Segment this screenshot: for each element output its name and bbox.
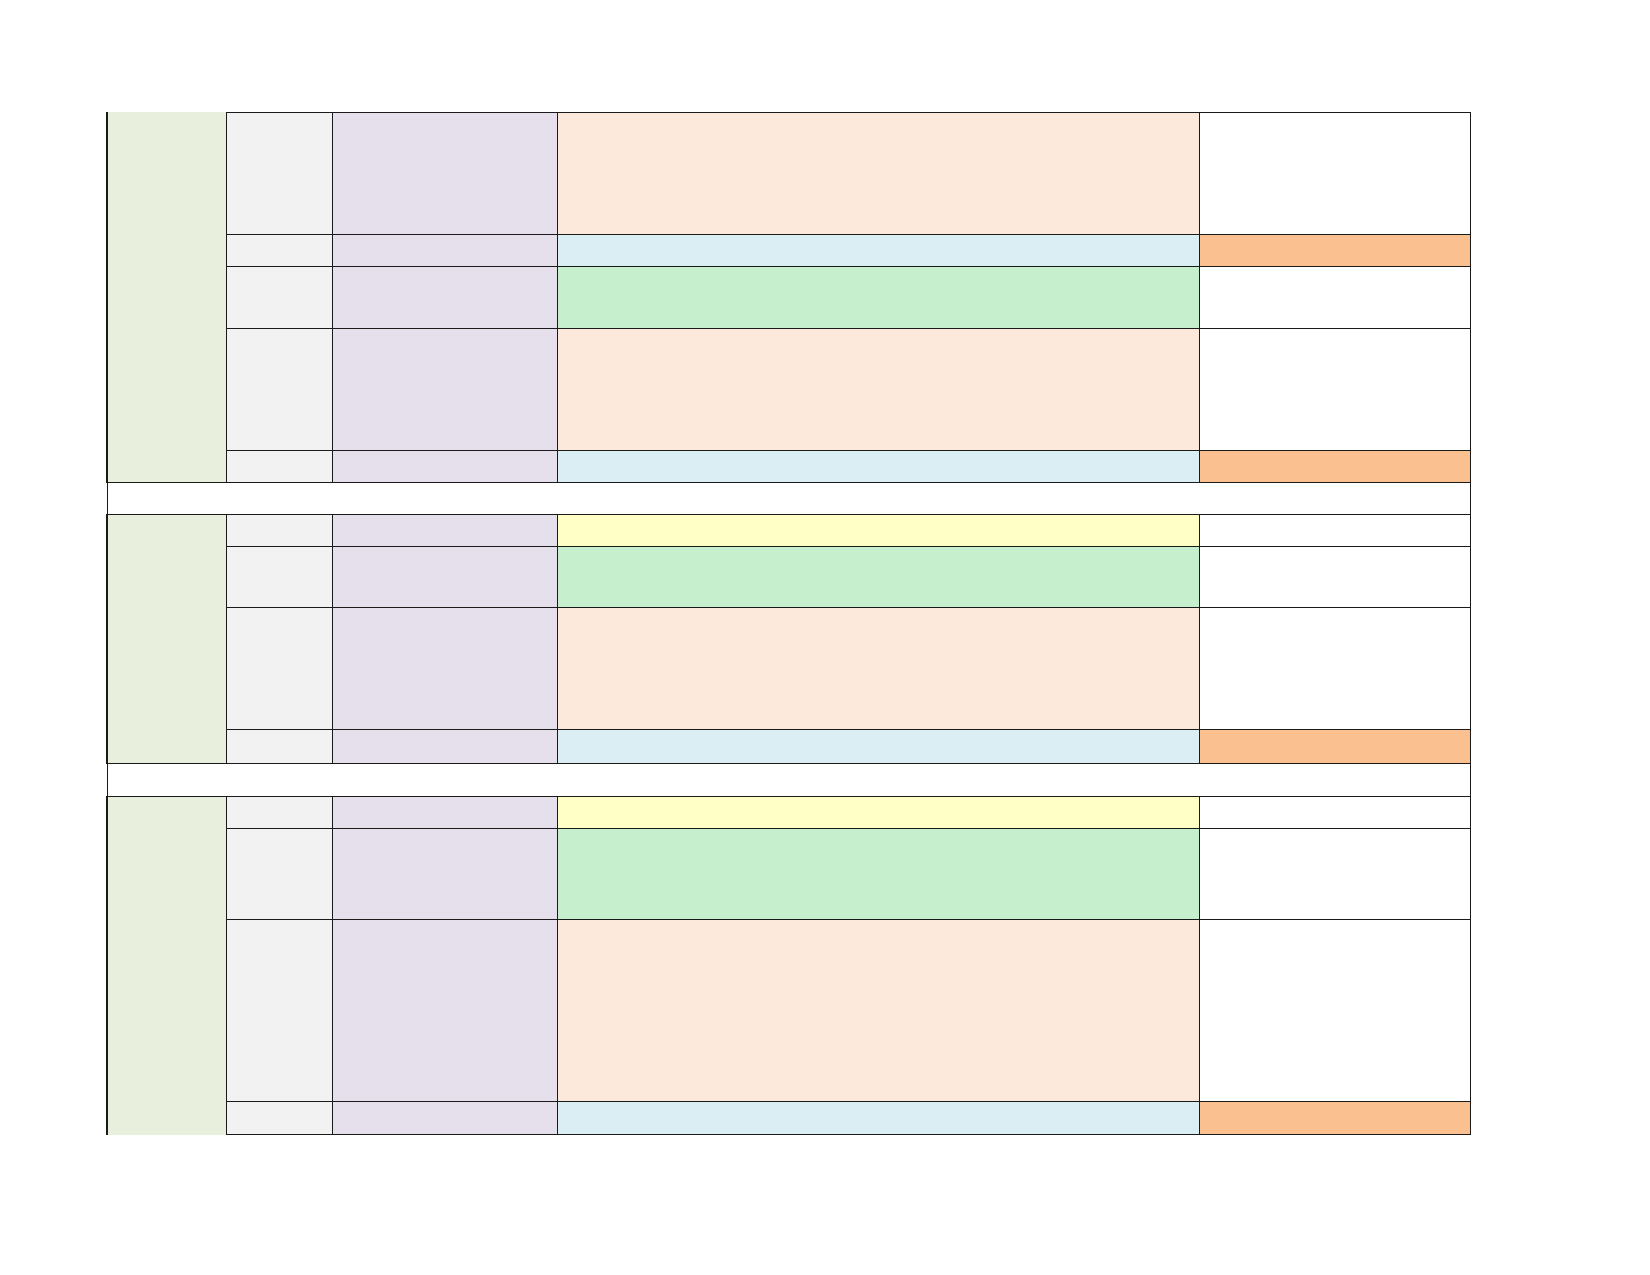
category-cell[interactable] xyxy=(332,607,558,730)
row-number-cell[interactable] xyxy=(226,234,333,267)
row-number-cell[interactable] xyxy=(226,796,333,829)
description-cell[interactable] xyxy=(557,546,1200,608)
row-number-cell[interactable] xyxy=(226,328,333,451)
status-cell[interactable] xyxy=(1199,607,1471,730)
status-cell[interactable] xyxy=(1199,1101,1471,1135)
row-number-cell[interactable] xyxy=(226,450,333,483)
section-left-border xyxy=(106,112,108,483)
status-cell[interactable] xyxy=(1199,234,1471,267)
category-cell[interactable] xyxy=(332,546,558,608)
row-number-cell[interactable] xyxy=(226,607,333,730)
status-cell[interactable] xyxy=(1199,796,1471,829)
row-number-cell[interactable] xyxy=(226,729,333,764)
category-cell[interactable] xyxy=(332,1101,558,1135)
section-label-cell[interactable] xyxy=(107,796,227,1135)
row-number-cell[interactable] xyxy=(226,1101,333,1135)
row-number-cell[interactable] xyxy=(226,828,333,920)
section-left-border xyxy=(106,514,108,764)
description-cell[interactable] xyxy=(557,266,1200,329)
description-cell[interactable] xyxy=(557,729,1200,764)
category-cell[interactable] xyxy=(332,112,558,235)
category-cell[interactable] xyxy=(332,729,558,764)
category-cell[interactable] xyxy=(332,828,558,920)
description-cell[interactable] xyxy=(557,828,1200,920)
status-cell[interactable] xyxy=(1199,546,1471,608)
row-number-cell[interactable] xyxy=(226,919,333,1102)
spacer-row[interactable] xyxy=(107,763,1471,797)
category-cell[interactable] xyxy=(332,796,558,829)
category-cell[interactable] xyxy=(332,514,558,547)
category-cell[interactable] xyxy=(332,919,558,1102)
status-cell[interactable] xyxy=(1199,450,1471,483)
row-number-cell[interactable] xyxy=(226,514,333,547)
status-cell[interactable] xyxy=(1199,919,1471,1102)
description-cell[interactable] xyxy=(557,607,1200,730)
status-cell[interactable] xyxy=(1199,729,1471,764)
spacer-row[interactable] xyxy=(107,482,1471,515)
description-cell[interactable] xyxy=(557,514,1200,547)
description-cell[interactable] xyxy=(557,450,1200,483)
status-cell[interactable] xyxy=(1199,112,1471,235)
description-cell[interactable] xyxy=(557,112,1200,235)
category-cell[interactable] xyxy=(332,328,558,451)
status-cell[interactable] xyxy=(1199,514,1471,547)
section-label-cell[interactable] xyxy=(107,514,227,764)
status-cell[interactable] xyxy=(1199,266,1471,329)
status-cell[interactable] xyxy=(1199,328,1471,451)
category-cell[interactable] xyxy=(332,234,558,267)
row-number-cell[interactable] xyxy=(226,546,333,608)
status-cell[interactable] xyxy=(1199,828,1471,920)
description-cell[interactable] xyxy=(557,796,1200,829)
category-cell[interactable] xyxy=(332,450,558,483)
description-cell[interactable] xyxy=(557,1101,1200,1135)
category-cell[interactable] xyxy=(332,266,558,329)
row-number-cell[interactable] xyxy=(226,112,333,235)
description-cell[interactable] xyxy=(557,234,1200,267)
row-number-cell[interactable] xyxy=(226,266,333,329)
section-left-border xyxy=(106,796,108,1135)
section-label-cell[interactable] xyxy=(107,112,227,483)
description-cell[interactable] xyxy=(557,919,1200,1102)
description-cell[interactable] xyxy=(557,328,1200,451)
